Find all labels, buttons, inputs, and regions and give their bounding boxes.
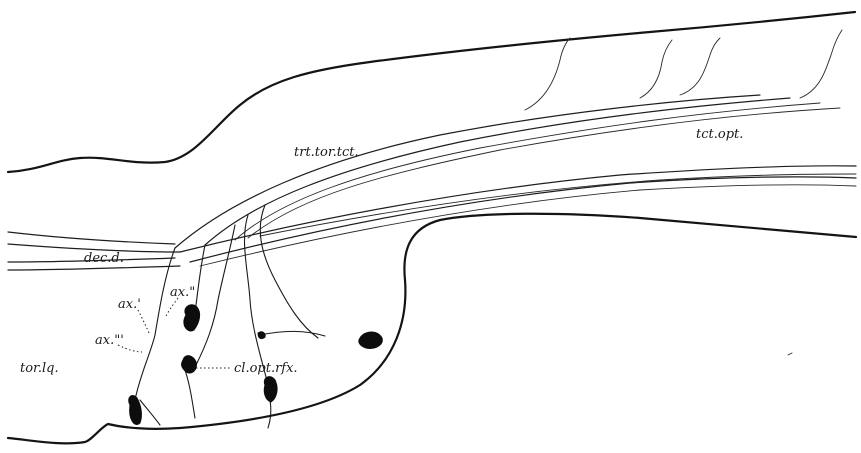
label-dec-d: dec.d. xyxy=(84,251,124,266)
dec-d-fiber-4 xyxy=(8,266,180,270)
tract-fiber-6 xyxy=(190,177,856,262)
axon-9 xyxy=(140,400,160,425)
neuron-cell-3 xyxy=(182,356,197,373)
neuron-cell-2 xyxy=(184,305,200,331)
axon-8 xyxy=(268,400,271,428)
neuron-cell-5 xyxy=(359,332,382,348)
neuron-cell-4 xyxy=(264,377,277,402)
terminal-branch-1 xyxy=(525,38,570,110)
leader-ax2 xyxy=(165,298,178,318)
axon-3 xyxy=(196,225,235,365)
terminal-branch-4 xyxy=(800,30,842,98)
trt-fiber-4 xyxy=(248,108,840,238)
axon-5 xyxy=(260,205,318,338)
terminal-branch-3 xyxy=(680,38,720,95)
terminal-branch-2 xyxy=(640,40,672,98)
axon-1 xyxy=(135,248,175,400)
label-ax2: ax." xyxy=(170,285,195,300)
label-ax3: ax."' xyxy=(95,333,124,348)
axon-6 xyxy=(185,370,195,418)
neuron-cell-6 xyxy=(258,332,265,339)
label-trt-tor-tct: trt.tor.tct. xyxy=(294,145,359,160)
label-cl-opt-rfx: cl.opt.rfx. xyxy=(234,361,298,376)
label-ax1: ax.' xyxy=(118,297,141,312)
axon-4 xyxy=(245,215,268,385)
ink-speck xyxy=(788,353,792,355)
tract-fiber-8 xyxy=(260,174,856,236)
dec-d-fiber-1 xyxy=(8,232,175,244)
label-tct-opt: tct.opt. xyxy=(696,127,743,142)
leader-ax1 xyxy=(138,310,150,335)
label-tor-lq: tor.lq. xyxy=(20,361,59,376)
axon-2 xyxy=(196,245,205,305)
